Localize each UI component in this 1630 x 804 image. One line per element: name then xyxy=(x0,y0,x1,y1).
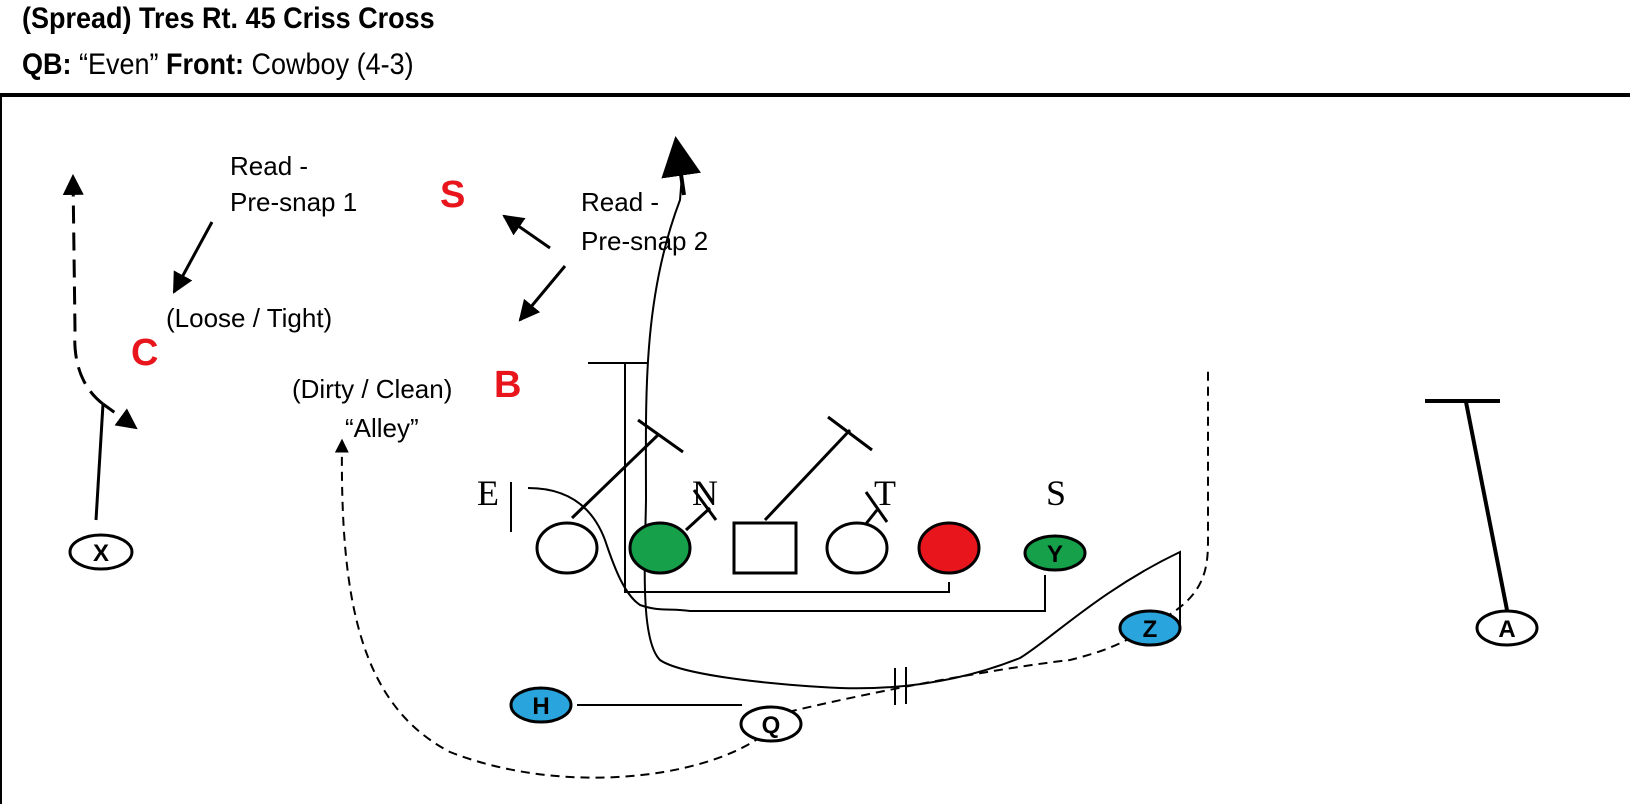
block-guard-nose xyxy=(684,506,712,532)
read2-arrow-backer xyxy=(518,265,567,322)
left-tackle xyxy=(535,521,599,575)
read2-line1: Read - xyxy=(581,187,659,217)
header-divider xyxy=(0,93,1630,97)
player-y-label: Y xyxy=(1047,541,1063,568)
y-block-route xyxy=(527,487,1046,612)
read1-arrow xyxy=(172,221,214,294)
alley-label: “Alley” xyxy=(345,413,419,443)
defender-s: S xyxy=(1046,473,1066,513)
play-diagram: Y X Z H Q A E N T S C S B Read - Pre-sna… xyxy=(0,97,1630,804)
x-comeback-route xyxy=(102,402,138,430)
player-a-label: A xyxy=(1498,616,1515,643)
dirty-clean-label: (Dirty / Clean) xyxy=(292,374,452,404)
read2-line2: Pre-snap 2 xyxy=(581,226,708,256)
z-route-arrow xyxy=(661,136,701,196)
loose-tight-label: (Loose / Tight) xyxy=(166,303,332,333)
block-left-tackle-cap xyxy=(637,418,684,454)
player-x-label: X xyxy=(93,540,109,567)
right-tackle-red xyxy=(917,521,981,575)
diagram-canvas: Y X Z H Q A E N T S C S B Read - Pre-sna… xyxy=(0,97,1539,804)
player-q-label: Q xyxy=(762,712,781,739)
left-guard-green xyxy=(628,521,692,575)
player-q xyxy=(739,705,803,743)
player-z-label: Z xyxy=(1143,616,1158,643)
play-title: (Spread) Tres Rt. 45 Criss Cross xyxy=(22,2,435,35)
block-guard-tackle-cap xyxy=(864,491,889,523)
a-route xyxy=(1464,401,1509,611)
x-release-line xyxy=(94,403,105,521)
z-dashed-route xyxy=(787,368,1209,713)
defender-s-red: S xyxy=(440,174,465,216)
front-label: Front: xyxy=(166,48,245,81)
block-guard-nose-cap xyxy=(692,489,718,521)
player-h xyxy=(509,686,573,724)
defender-n: N xyxy=(692,473,718,513)
right-guard xyxy=(825,521,889,575)
red-lineman-pull-line xyxy=(624,363,950,593)
player-x xyxy=(68,533,134,571)
center-square xyxy=(732,521,798,575)
player-z xyxy=(1118,609,1182,647)
defender-b-red: B xyxy=(494,364,521,406)
player-a xyxy=(1475,609,1539,647)
play-subtitle: QB: “Even” Front: Cowboy (4-3) xyxy=(22,48,414,82)
block-center xyxy=(763,428,852,522)
player-h-label: H xyxy=(532,693,549,720)
h-alley-route xyxy=(334,438,763,779)
read2-arrow-safety xyxy=(502,214,551,250)
z-cross-route xyxy=(643,149,1181,690)
x-go-route xyxy=(62,173,104,406)
qb-label: QB: xyxy=(22,48,72,81)
defender-t: T xyxy=(874,473,896,513)
read1-line1: Read - xyxy=(230,151,308,181)
block-center-cap xyxy=(827,415,873,452)
read1-line2: Pre-snap 1 xyxy=(230,187,357,217)
qb-value: “Even” xyxy=(79,48,159,81)
defender-e: E xyxy=(477,473,499,513)
defender-c-red: C xyxy=(131,332,158,374)
player-y xyxy=(1023,534,1087,572)
front-value: Cowboy (4-3) xyxy=(251,48,414,81)
block-left-tackle xyxy=(570,432,661,520)
